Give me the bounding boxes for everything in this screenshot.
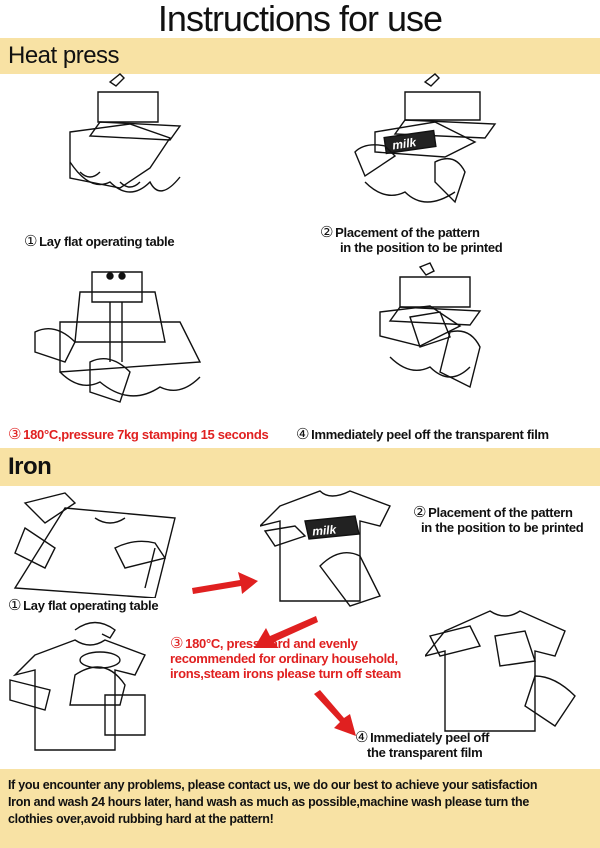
arrow-down-left-icon xyxy=(254,616,318,648)
footer-line-1: If you encounter any problems, please co… xyxy=(8,778,538,792)
footer-notes: If you encounter any problems, please co… xyxy=(0,769,600,848)
heat-press-heading: Heat press xyxy=(8,42,120,69)
heat-press-lay-flat-illustration xyxy=(69,73,182,193)
iron-peel-illustration xyxy=(425,610,576,732)
heat-press-peel-illustration xyxy=(379,262,482,389)
svg-text:milk: milk xyxy=(312,522,338,538)
iron-header: Iron xyxy=(0,448,600,486)
arrow-right-icon xyxy=(192,572,258,594)
arrow-down-right-icon xyxy=(314,690,356,736)
iron-placement-illustration: milk xyxy=(260,490,391,607)
iron-pressing-illustration xyxy=(9,621,146,751)
footer-line-3: clothies over,avoid rubbing hard at the … xyxy=(8,812,274,826)
heat-press-stamping-illustration xyxy=(34,271,202,403)
iron-heading: Iron xyxy=(8,453,52,480)
iron-lay-flat-illustration xyxy=(13,492,176,598)
page-title: Instructions for use xyxy=(157,0,443,39)
milk-logo: milk xyxy=(391,135,418,152)
footer-line-2: Iron and wash 24 hours later, hand wash … xyxy=(8,795,529,809)
heat-press-header: Heat press xyxy=(0,38,600,74)
heat-press-placement-illustration: milk xyxy=(354,73,497,204)
